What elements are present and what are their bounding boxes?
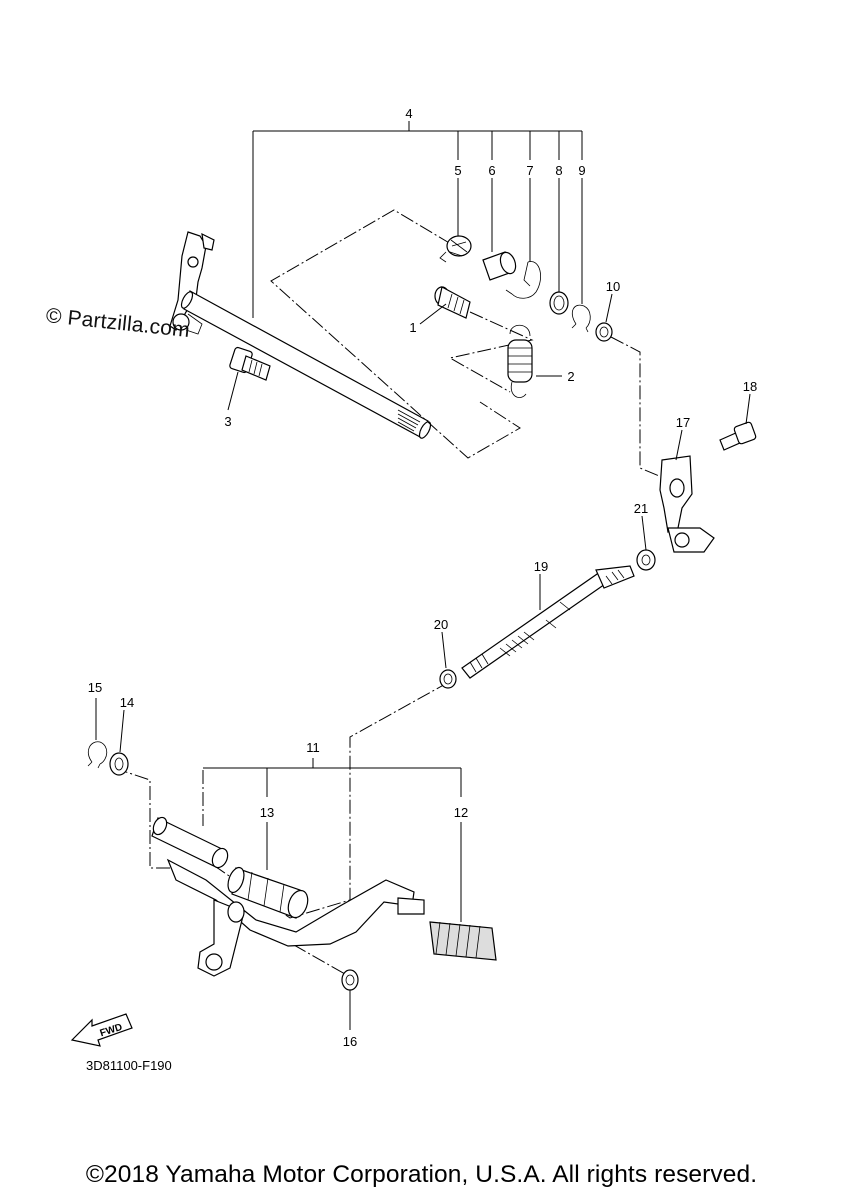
pivot-pin	[151, 816, 229, 869]
rubber-13	[227, 866, 309, 919]
part-5	[439, 235, 472, 263]
callout-8: 8	[555, 163, 562, 178]
callout-7: 7	[526, 163, 533, 178]
nut-21	[636, 549, 656, 571]
shift-shaft-arm	[169, 231, 215, 335]
callout-5: 5	[454, 163, 461, 178]
washer-14	[109, 752, 129, 776]
callout-18: 18	[743, 379, 757, 394]
rod-19	[461, 565, 635, 679]
callout-labels: 4 5 6 7 8 9 10 1 2 3 18 17 21 19 20 15 1…	[88, 106, 757, 1049]
callout-11: 11	[306, 740, 320, 755]
washer-10	[595, 322, 613, 342]
pin-1	[434, 286, 471, 319]
part-6	[482, 251, 517, 281]
callout-12: 12	[454, 805, 468, 820]
callout-16: 16	[343, 1034, 357, 1049]
callout-4: 4	[405, 106, 412, 121]
part-7	[505, 261, 541, 299]
callout-1: 1	[409, 320, 416, 335]
copyright-notice: ©2018 Yamaha Motor Corporation, U.S.A. A…	[85, 1161, 758, 1188]
callout-17: 17	[676, 415, 690, 430]
nut-20	[439, 669, 457, 689]
drawing-code: 3D81100-F190	[86, 1058, 172, 1073]
bolt-3	[229, 346, 271, 381]
arm-17	[659, 455, 715, 553]
callout-15: 15	[88, 680, 102, 695]
callout-bracket-11	[203, 758, 462, 797]
fwd-arrow-icon: FWD	[70, 1013, 133, 1047]
washer-8	[549, 291, 569, 315]
spring-2	[507, 324, 533, 398]
circlip-15	[87, 741, 108, 769]
callout-6: 6	[488, 163, 495, 178]
callout-13: 13	[260, 805, 274, 820]
circlip-9	[571, 304, 591, 333]
callout-bracket-4	[252, 121, 583, 318]
shift-shaft	[180, 290, 432, 439]
shift-pedal-lever	[166, 858, 425, 977]
callout-3: 3	[224, 414, 231, 429]
callout-14: 14	[120, 695, 134, 710]
callout-10: 10	[606, 279, 620, 294]
callout-9: 9	[578, 163, 585, 178]
leader-lines	[95, 178, 751, 1030]
bolt-18	[719, 421, 757, 451]
callout-21: 21	[634, 501, 648, 516]
callout-19: 19	[534, 559, 548, 574]
washer-16	[341, 969, 359, 991]
callout-20: 20	[434, 617, 448, 632]
callout-2: 2	[567, 369, 574, 384]
footpeg-12	[429, 921, 497, 961]
